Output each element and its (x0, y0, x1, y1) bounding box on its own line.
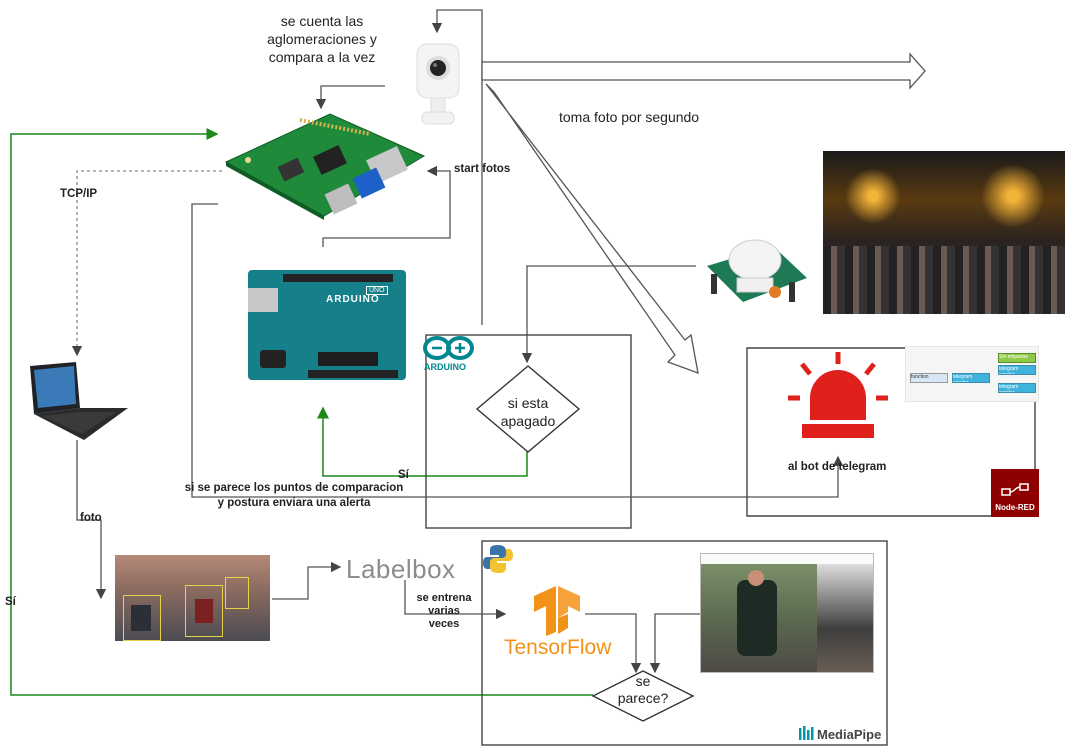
tensorflow-logo-icon (534, 586, 580, 636)
python-logo-icon (483, 545, 513, 573)
arduino-board-text: ARDUINO (326, 294, 380, 305)
entrena-line2: varias (428, 605, 460, 617)
cuenta-line3: compara a la vez (268, 49, 376, 65)
nodered-logo-text: Node-RED (995, 503, 1035, 512)
labelbox-logo-text: Labelbox (346, 554, 456, 584)
bot-telegram-label: al bot de telegram (788, 461, 887, 473)
si-mid-label: Sí (398, 469, 409, 481)
decision-parece-diamond (591, 670, 695, 722)
si-left-label: Sí (5, 596, 16, 608)
decision-parece-line1: se (635, 673, 651, 689)
flow-node-5: telegram sender (998, 383, 1036, 393)
nodered-flow-screenshot: function telegram sender Sin etiquetas t… (905, 346, 1039, 402)
flow-node-4: telegram sender (998, 365, 1036, 375)
nodered-flow-icon (1001, 483, 1029, 496)
toma-foto-label: toma foto por segundo (559, 109, 700, 125)
alerta-line2: y postura enviara una alerta (217, 497, 371, 509)
entrena-line1: se entrena (416, 592, 472, 604)
cuenta-line2: aglomeraciones y (267, 31, 377, 47)
tcpip-label: TCP/IP (60, 188, 98, 200)
entrena-line3: veces (428, 618, 460, 630)
nodered-logo: Node-RED (991, 469, 1039, 517)
mediapipe-logo-text: MediaPipe (817, 727, 882, 742)
cuenta-line1: se cuenta las (280, 13, 364, 29)
decision-apagado-diamond (475, 365, 581, 453)
arduino-uno-text: UNO (366, 286, 388, 295)
pir-sensor-icon (707, 239, 807, 302)
laptop-icon (30, 362, 128, 440)
camera-icon (416, 43, 460, 125)
mediapipe-logo-icon (799, 726, 814, 740)
flow-node-2: telegram sender (952, 373, 990, 383)
start-fotos-label: start fotos (454, 163, 511, 175)
alarm-siren-icon (788, 352, 888, 438)
decision-apagado-line1: si esta (507, 395, 549, 411)
crowd-photo (823, 151, 1065, 314)
surveillance-detection-photo (115, 555, 270, 641)
flow-node-1: function (910, 373, 948, 383)
raspberry-pi-board-icon (224, 113, 426, 220)
flow-node-3: Sin etiquetas (998, 353, 1036, 363)
decision-apagado-line2: apagado (500, 413, 556, 429)
arduino-uno-board: ARDUINO UNO (248, 270, 406, 380)
decision-parece-line2: parece? (617, 690, 669, 706)
arduino-logo-text: ARDUINO (424, 362, 466, 372)
tensorflow-logo-text: TensorFlow (504, 636, 612, 659)
alerta-line1: si se parece los puntos de comparacion (184, 482, 404, 494)
foto-label: foto (80, 512, 102, 524)
mediapipe-pose-screenshot (700, 553, 874, 673)
arduino-logo-icon (423, 336, 474, 360)
